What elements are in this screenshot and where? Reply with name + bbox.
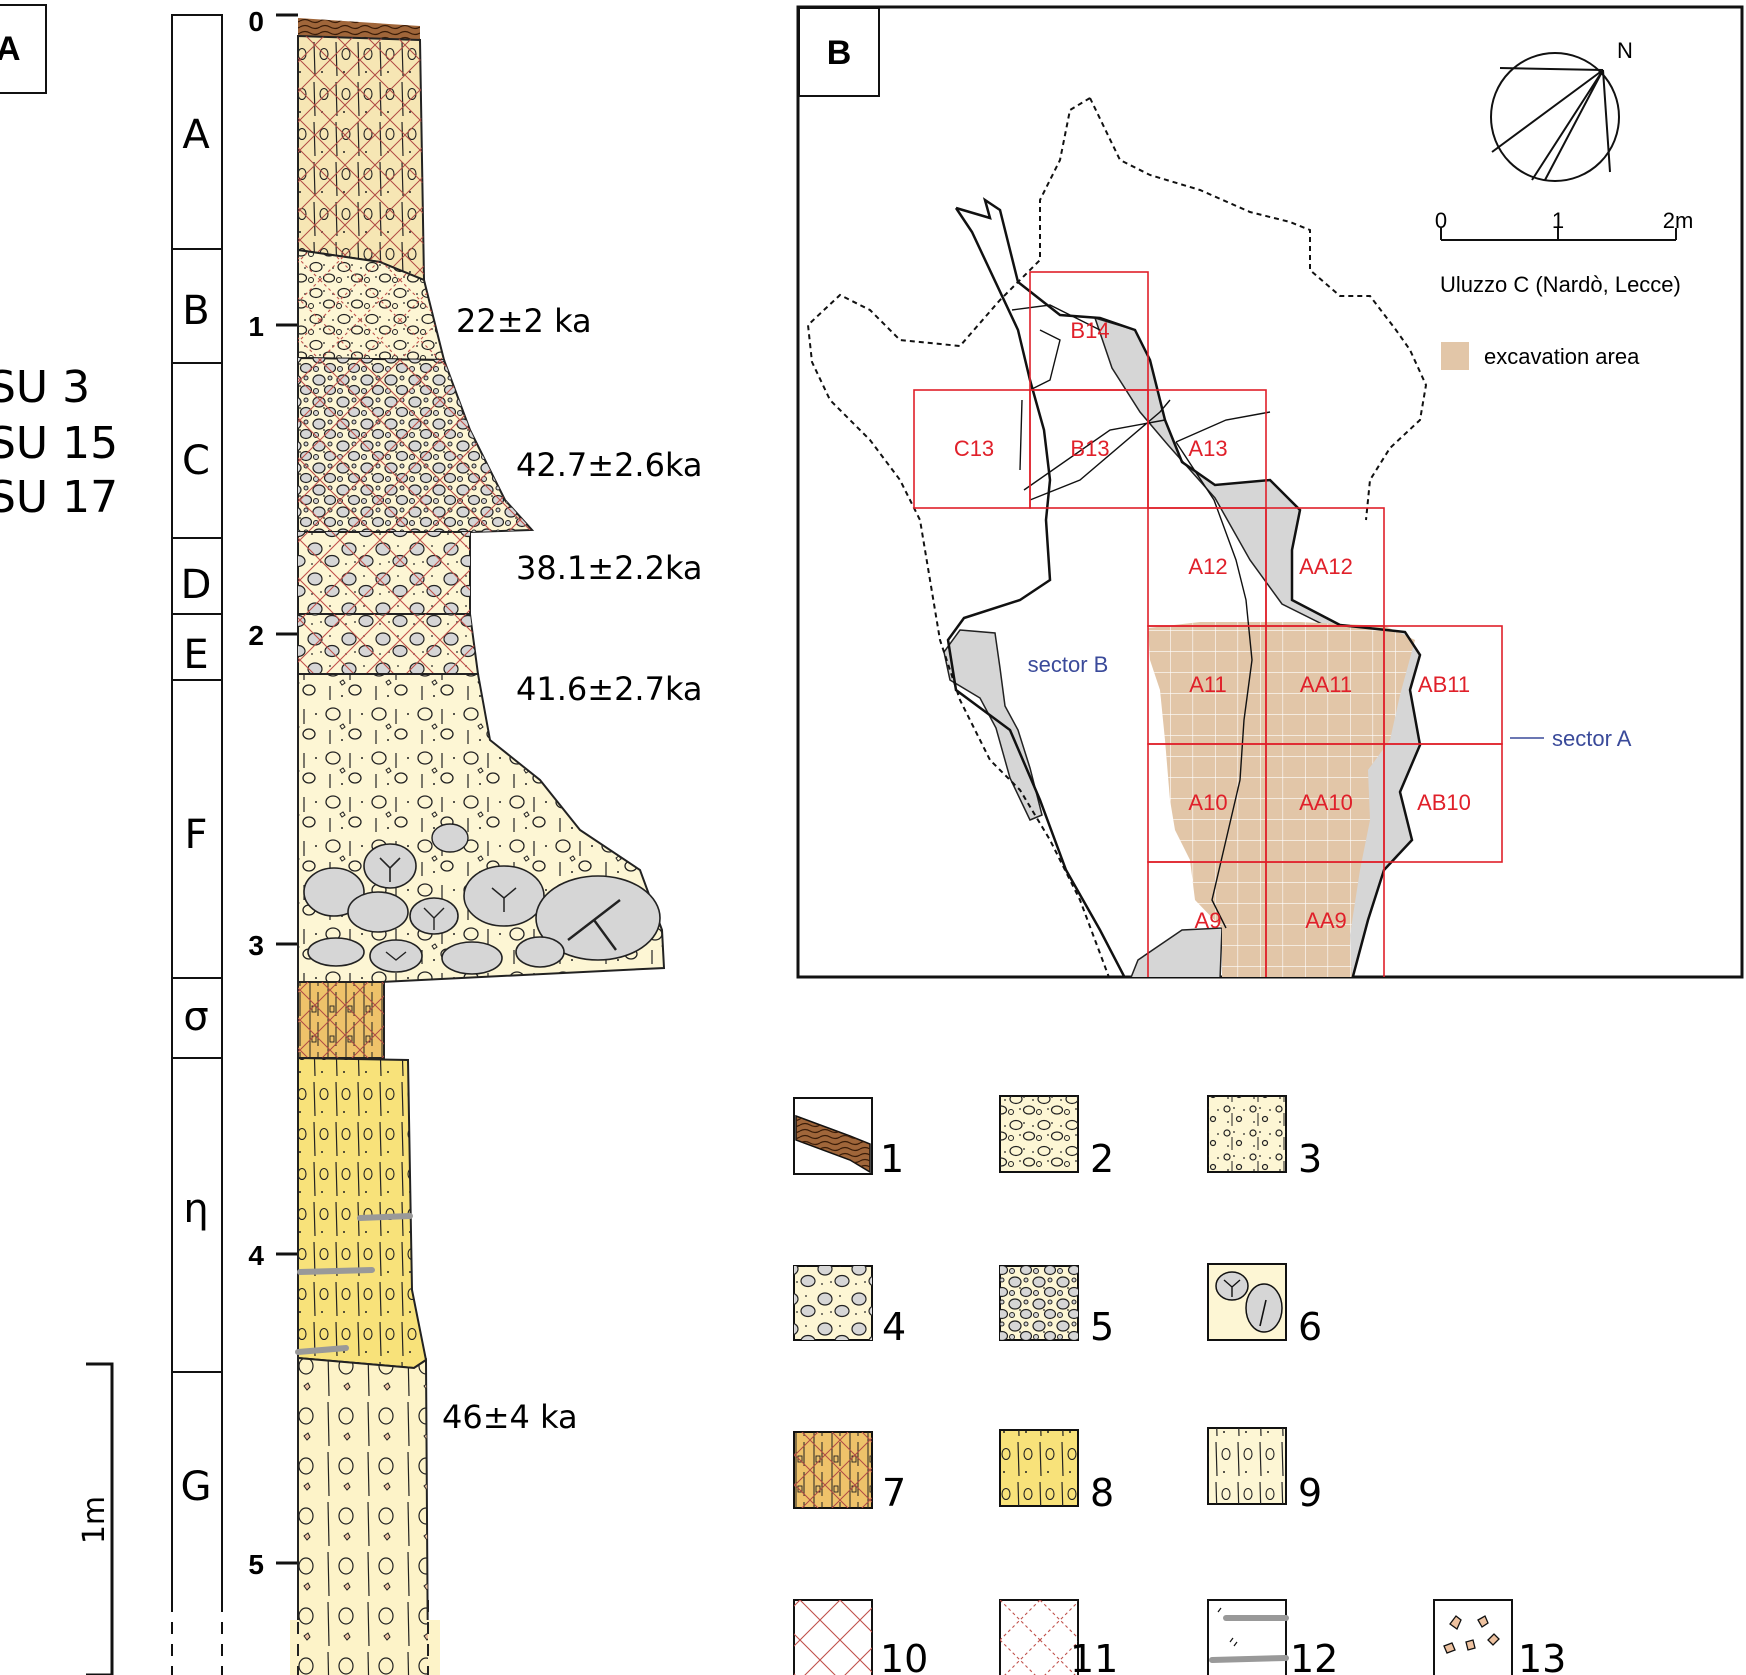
excavation-legend-label: excavation area <box>1484 344 1640 369</box>
square-aa12: AA12 <box>1299 554 1353 579</box>
legend-swatch-13 <box>1433 1599 1513 1675</box>
date-labels: 22±2 ka 42.7±2.6ka 38.1±2.2ka 41.6±2.7ka… <box>442 302 703 1436</box>
depth-tick-2: 2 <box>248 620 264 651</box>
inner-outline-west <box>1019 329 1061 471</box>
date-c: 42.7±2.6ka <box>516 446 703 484</box>
panel-a-label: A <box>0 30 21 68</box>
depth-tick-1: 1 <box>248 311 264 342</box>
legend-num-1: 1 <box>880 1137 904 1181</box>
legend-num-3: 3 <box>1298 1137 1322 1181</box>
map-scale-bar: 0 1 2m <box>1435 208 1694 241</box>
legend-num-12: 12 <box>1290 1637 1338 1675</box>
scale-tick-1: 1 <box>1552 208 1564 233</box>
unit-eta: η <box>183 1186 208 1232</box>
unit-a: A <box>182 112 210 158</box>
square-b14: B14 <box>1070 318 1109 343</box>
cave-wall-west <box>946 207 1126 977</box>
square-ab11: AB11 <box>1418 672 1470 697</box>
su-label-3: SU 17 <box>0 472 118 523</box>
date-b: 22±2 ka <box>456 302 592 340</box>
square-c13: C13 <box>954 436 994 461</box>
legend-swatch-12 <box>1207 1599 1287 1675</box>
panel-b-label-box <box>798 7 880 97</box>
cave-wall-east <box>955 197 1422 977</box>
square-a13: A13 <box>1188 436 1227 461</box>
unit-g: G <box>181 1464 212 1510</box>
inner-outline-north <box>1011 304 1271 501</box>
date-f: 41.6±2.7ka <box>516 670 703 708</box>
panel-a-label-box <box>0 4 47 94</box>
legend-num-4: 4 <box>882 1305 906 1349</box>
square-ab10: AB10 <box>1417 790 1471 815</box>
legend-num-6: 6 <box>1298 1305 1322 1349</box>
scale-bar-label: 1m <box>77 1496 112 1544</box>
panel-b-label: B <box>827 34 852 72</box>
legend-num-13: 13 <box>1518 1637 1566 1675</box>
panel-b: B14 C13 B13 A13 A12 AA12 A11 AA11 AB11 A… <box>796 5 1744 979</box>
square-b13: B13 <box>1070 436 1109 461</box>
unit-sigma: σ <box>183 994 208 1040</box>
unit-column: A B C D E F σ η G <box>168 14 228 1675</box>
scale-tick-2: 2m <box>1663 208 1694 233</box>
legend-num-11: 11 <box>1070 1637 1118 1675</box>
unit-e: E <box>183 632 208 678</box>
map: B14 C13 B13 A13 A12 AA12 A11 AA11 AB11 A… <box>806 97 1503 977</box>
depth-tick-0: 0 <box>248 6 264 37</box>
sector-a-label: sector A <box>1552 726 1632 751</box>
strat-column <box>290 18 666 1675</box>
square-aa11: AA11 <box>1300 672 1352 697</box>
legend-num-10: 10 <box>880 1637 928 1675</box>
square-a9: A9 <box>1195 908 1222 933</box>
unit-d: D <box>181 562 212 608</box>
layer-eta-ash-bands <box>295 1213 413 1355</box>
square-aa10: AA10 <box>1299 790 1353 815</box>
layer-f-boulders <box>303 823 661 975</box>
north-arrow: N <box>1490 38 1633 182</box>
dripline-east <box>1089 97 1428 521</box>
sector-b-label: sector B <box>1028 652 1109 677</box>
grid-labels: B14 C13 B13 A13 A12 AA12 A11 AA11 AB11 A… <box>954 318 1471 933</box>
lithology-legend: 1 2 3 4 5 6 7 8 9 <box>793 1095 1566 1675</box>
legend-num-2: 2 <box>1090 1137 1114 1181</box>
date-g: 46±4 ka <box>442 1398 578 1436</box>
legend-num-7: 7 <box>882 1471 906 1515</box>
inner-outline-excavation <box>1175 441 1253 929</box>
legend-num-8: 8 <box>1090 1471 1114 1515</box>
north-label: N <box>1617 38 1633 63</box>
panel-a: A SU 3 SU 15 SU 17 A B C D E F σ η G <box>0 4 703 1675</box>
square-a12: A12 <box>1188 554 1227 579</box>
depth-tick-5: 5 <box>248 1549 264 1580</box>
date-d: 38.1±2.2ka <box>516 549 703 587</box>
depth-axis: 0 1 2 3 4 5 <box>248 6 298 1580</box>
su-label-1: SU 3 <box>0 362 90 413</box>
unit-c: C <box>182 438 210 484</box>
legend-num-9: 9 <box>1298 1471 1322 1515</box>
legend-num-5: 5 <box>1090 1305 1114 1349</box>
site-name: Uluzzo C (Nardò, Lecce) <box>1440 272 1681 297</box>
square-a11: A11 <box>1189 672 1227 697</box>
grid-squares <box>913 271 1503 977</box>
dripline-west <box>806 97 1110 977</box>
square-aa9: AA9 <box>1305 908 1347 933</box>
square-a10: A10 <box>1188 790 1227 815</box>
scale-tick-0: 0 <box>1435 208 1447 233</box>
depth-tick-3: 3 <box>248 930 264 961</box>
excavation-legend-swatch <box>1441 342 1469 370</box>
depth-tick-4: 4 <box>248 1240 264 1271</box>
unit-f: F <box>184 812 207 858</box>
su-label-2: SU 15 <box>0 418 118 469</box>
rock-outcrop-south <box>1130 927 1223 977</box>
unit-b: B <box>182 288 209 334</box>
scale-bar-1m: 1m <box>77 1362 114 1675</box>
